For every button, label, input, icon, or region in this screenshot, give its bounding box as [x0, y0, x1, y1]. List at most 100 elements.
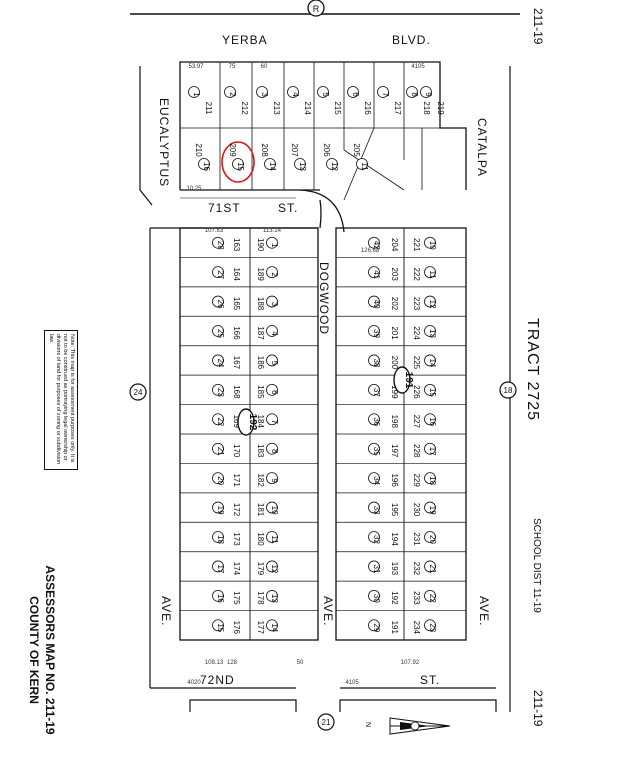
top-parcel-217: 217 — [393, 101, 402, 115]
left-parcel-188: 188 — [256, 297, 265, 311]
top-block-outline — [179, 61, 467, 190]
left-lot-23-circle — [212, 383, 224, 396]
section-marker-left — [129, 383, 147, 401]
left-lot-16-circle — [212, 589, 224, 602]
right-parcel-192: 192 — [390, 591, 399, 605]
right-lot-37-circle — [368, 383, 380, 396]
left-lot-18-number: 18 — [216, 535, 225, 544]
right-lot-34-circle — [368, 472, 380, 485]
right-parcel-197: 197 — [390, 444, 399, 458]
north-arrow-label: N — [364, 722, 371, 727]
right-lot-41-number: 41 — [372, 270, 381, 279]
right-lot-31-circle — [368, 560, 380, 573]
top2-lot-12-circle — [326, 158, 338, 170]
top-parcel-211: 211 — [204, 102, 213, 115]
top-lot-4-circle — [287, 86, 299, 98]
left-lot-25-circle — [212, 325, 224, 337]
dimension-13: 50 — [297, 660, 304, 666]
title-line-1: ASSESSORS MAP NO. 211-19 — [43, 565, 57, 735]
left-lot-26-number: 26 — [216, 300, 225, 309]
left-lot-r-2-circle — [266, 266, 278, 279]
top2-parcel-207: 207 — [290, 143, 299, 157]
left-parcel-172: 172 — [232, 503, 241, 517]
right-lot-r-13-circle — [424, 325, 436, 337]
right-lot-r-15-circle — [424, 383, 436, 396]
left-lot-19-circle — [212, 501, 224, 514]
left-lot-r-14-number: 14 — [270, 623, 279, 632]
top-lot-5-circle — [317, 86, 329, 98]
route-marker-label: R — [313, 4, 320, 14]
top-parcel-215: 215 — [333, 101, 342, 115]
right-parcel-233: 233 — [412, 591, 421, 605]
street-blvd: BLVD. — [392, 33, 431, 47]
left-lot-28-number: 28 — [216, 241, 225, 250]
section-marker-bottom-label: 21 — [322, 718, 331, 727]
right-lot-32-number: 32 — [372, 535, 381, 544]
right-lot-r-22-circle — [424, 589, 436, 602]
dimension-5: 126.68 — [361, 248, 380, 254]
left-lot-26-circle — [212, 295, 224, 308]
right-parcel-194: 194 — [390, 532, 399, 546]
right-lot-42-number: 42 — [372, 241, 381, 250]
dimension-0: 53.97 — [188, 64, 204, 70]
top-parcel-214: 214 — [303, 101, 312, 115]
street-72nd: 72ND — [200, 673, 235, 687]
left-parcel-184: 184 — [256, 415, 265, 429]
right-parcel-196: 196 — [390, 473, 399, 487]
left-lot-r-13-circle — [266, 589, 278, 602]
corner-curve-north — [299, 189, 345, 233]
right-lot-r-15-number: 15 — [428, 388, 437, 397]
left-lot-r-8-circle — [266, 442, 278, 455]
map-number-bottom: 211-19 — [531, 690, 545, 727]
left-lot-r-5-number: 5 — [270, 361, 279, 366]
right-lot-r-18-number: 18 — [428, 476, 437, 485]
right-parcel-199: 199 — [390, 385, 399, 399]
section-marker-right — [499, 381, 517, 399]
right-lot-r-14-circle — [424, 354, 436, 367]
right-parcel-232: 232 — [412, 562, 421, 576]
corner-curve-south — [319, 199, 322, 229]
top-lot-3-circle — [256, 86, 268, 98]
right-parcel-231: 231 — [412, 532, 421, 546]
left-lot-27-number: 27 — [216, 270, 225, 279]
dimension-12: 128 — [227, 660, 238, 666]
dimension-3: 4105 — [411, 64, 425, 70]
street-dogwood: DOGWOOD — [317, 262, 331, 335]
top2-parcel-206: 206 — [322, 143, 331, 157]
right-lot-r-11-circle — [424, 266, 436, 279]
dimension-2: 60 — [261, 64, 268, 70]
right-lot-39-circle — [368, 325, 380, 337]
top-lot-1-circle — [188, 86, 200, 98]
street-eucalyptus: EUCALYPTUS — [157, 98, 171, 187]
left-lot-r-2-number: 2 — [270, 272, 279, 277]
top2-lot-15-circle — [232, 158, 244, 170]
dimension-4: 107.83 — [205, 228, 224, 234]
left-lot-21-circle — [212, 442, 224, 455]
top-parcel-213: 213 — [272, 101, 281, 115]
right-lot-r-17-number: 17 — [428, 447, 437, 456]
title-block-text: ASSESSORS MAP NO. 211-19 COUNTY OF KERN — [26, 555, 58, 745]
left-lot-r-12-circle — [266, 560, 278, 573]
right-lot-40-number: 40 — [372, 300, 381, 309]
left-lot-r-7-circle — [266, 413, 278, 426]
left-lot-19-number: 19 — [216, 506, 225, 515]
right-lot-r-20-circle — [424, 531, 436, 543]
left-lot-r-14-circle — [266, 619, 278, 632]
top2-lot-14-circle — [264, 158, 276, 170]
street-ave-center: AVE. — [321, 596, 335, 626]
top-parcel-218: 218 — [422, 101, 431, 115]
right-lot-33-circle — [368, 501, 380, 514]
left-parcel-186: 186 — [256, 356, 265, 370]
right-parcel-201: 201 — [390, 326, 399, 340]
left-lot-15-circle — [212, 619, 224, 632]
right-lot-38-number: 38 — [372, 358, 381, 367]
section-marker-bottom — [317, 713, 335, 731]
title-block: ASSESSORS MAP NO. 211-19 COUNTY OF KERN — [12, 555, 72, 745]
left-lot-16-number: 16 — [216, 594, 225, 603]
left-parcel-176: 176 — [232, 621, 241, 635]
top-lot-4-number: 4 — [291, 92, 300, 97]
street-72nd-st: ST. — [420, 673, 440, 687]
left-lot-r-11-circle — [266, 531, 278, 543]
